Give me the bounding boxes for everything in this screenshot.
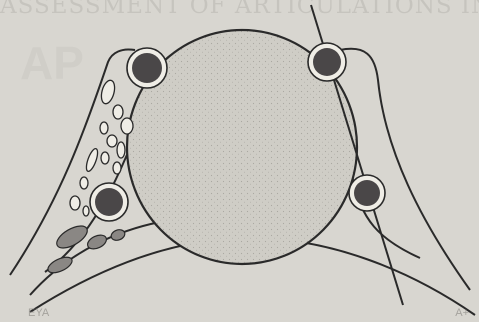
marker-right [349,175,385,211]
inner-contour-left [30,222,160,295]
small-oval [117,142,125,158]
marker-top-left [127,48,167,88]
grey-oval [110,228,127,242]
marker-top-right [308,43,346,81]
bleed-through-corner-left: EYA [28,307,49,319]
small-oval [101,152,109,164]
small-oval [121,118,133,134]
small-oval [113,105,123,119]
small-oval [100,122,108,134]
small-oval [70,196,80,210]
grey-oval [46,254,75,276]
small-oval [107,135,117,147]
outer-contour-right [340,49,470,290]
bleed-through-corner-right: A+ [455,307,469,319]
small-oval [83,206,89,216]
small-oval [80,177,88,189]
small-oval [84,147,100,172]
marker-left [90,183,128,221]
small-oval [113,162,121,174]
